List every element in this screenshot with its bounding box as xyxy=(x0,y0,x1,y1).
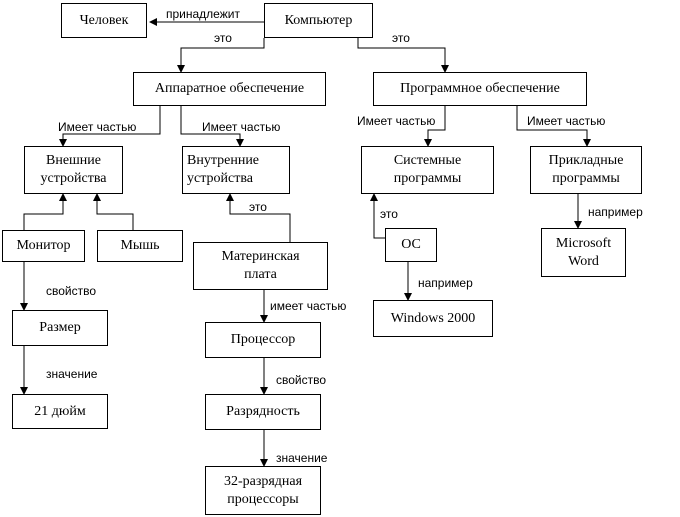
node-windows2000: Windows 2000 xyxy=(373,300,493,337)
label-imeet-vnutrennie: Имеет частью xyxy=(202,120,281,134)
edge-programmnoe-prikladnye xyxy=(516,106,591,147)
node-programmnoe: Программное обеспечение xyxy=(373,72,587,106)
label-eto-os: это xyxy=(380,207,398,221)
label-imeet-prikladnye: Имеет частью xyxy=(527,114,606,128)
node-monitor: Монитор xyxy=(2,230,85,262)
label-prinadlezhit: принадлежит xyxy=(166,7,240,21)
node-msword: Microsoft Word xyxy=(541,228,626,277)
node-os: ОС xyxy=(385,228,437,262)
node-processor: Процессор xyxy=(205,322,321,358)
node-materinskaya: Материнская плата xyxy=(193,242,328,290)
label-svoistvo-razmer: свойство xyxy=(46,284,97,298)
node-dyuim21: 21 дюйм xyxy=(12,394,108,429)
label-eto-materinskaya: это xyxy=(249,200,267,214)
node-mysh: Мышь xyxy=(97,230,183,262)
label-svoistvo-razryadnost: свойство xyxy=(276,373,327,387)
node-vneshnie: Внешние устройства xyxy=(24,146,123,194)
edge-os-sistemnye xyxy=(370,193,385,239)
node-razryadnost: Разрядность xyxy=(205,394,321,430)
node-kompyuter: Компьютер xyxy=(264,3,373,38)
label-imeet-sistemnye: Имеет частью xyxy=(357,114,436,128)
node-chelovek: Человек xyxy=(61,3,147,38)
node-razmer: Размер xyxy=(12,310,108,346)
edge-apparatnoe-vneshnie xyxy=(59,106,161,147)
label-znachenie-dyuim: значение xyxy=(46,367,98,381)
edge-apparatnoe-vnutrennie xyxy=(180,106,244,147)
node-prikladnye: Прикладные программы xyxy=(530,146,642,194)
edge-mysh-vneshnie xyxy=(93,193,134,230)
label-imeet-vneshnie: Имеет частью xyxy=(58,120,137,134)
edge-kompyuter-apparatnoe xyxy=(177,38,265,73)
label-znachenie-32: значение xyxy=(276,451,328,465)
label-naprimer-msword: например xyxy=(588,205,643,219)
node-processory32: 32-разрядная процессоры xyxy=(205,466,321,515)
edge-kompyuter-programmnoe xyxy=(357,38,449,73)
edge-monitor-vneshnie xyxy=(23,193,67,230)
node-apparatnoe: Аппаратное обеспечение xyxy=(133,72,326,106)
edge-materinskaya-vnutrennie xyxy=(226,193,291,242)
edge-programmnoe-sistemnye xyxy=(424,106,446,147)
label-eto-apparatnoe: это xyxy=(214,31,232,45)
label-eto-programmnoe: это xyxy=(392,31,410,45)
node-vnutrennie: Внутренние устройства xyxy=(182,146,290,194)
node-sistemnye: Системные программы xyxy=(361,146,494,194)
label-imeet-processor: имеет частью xyxy=(270,299,347,313)
label-naprimer-windows: например xyxy=(418,276,473,290)
